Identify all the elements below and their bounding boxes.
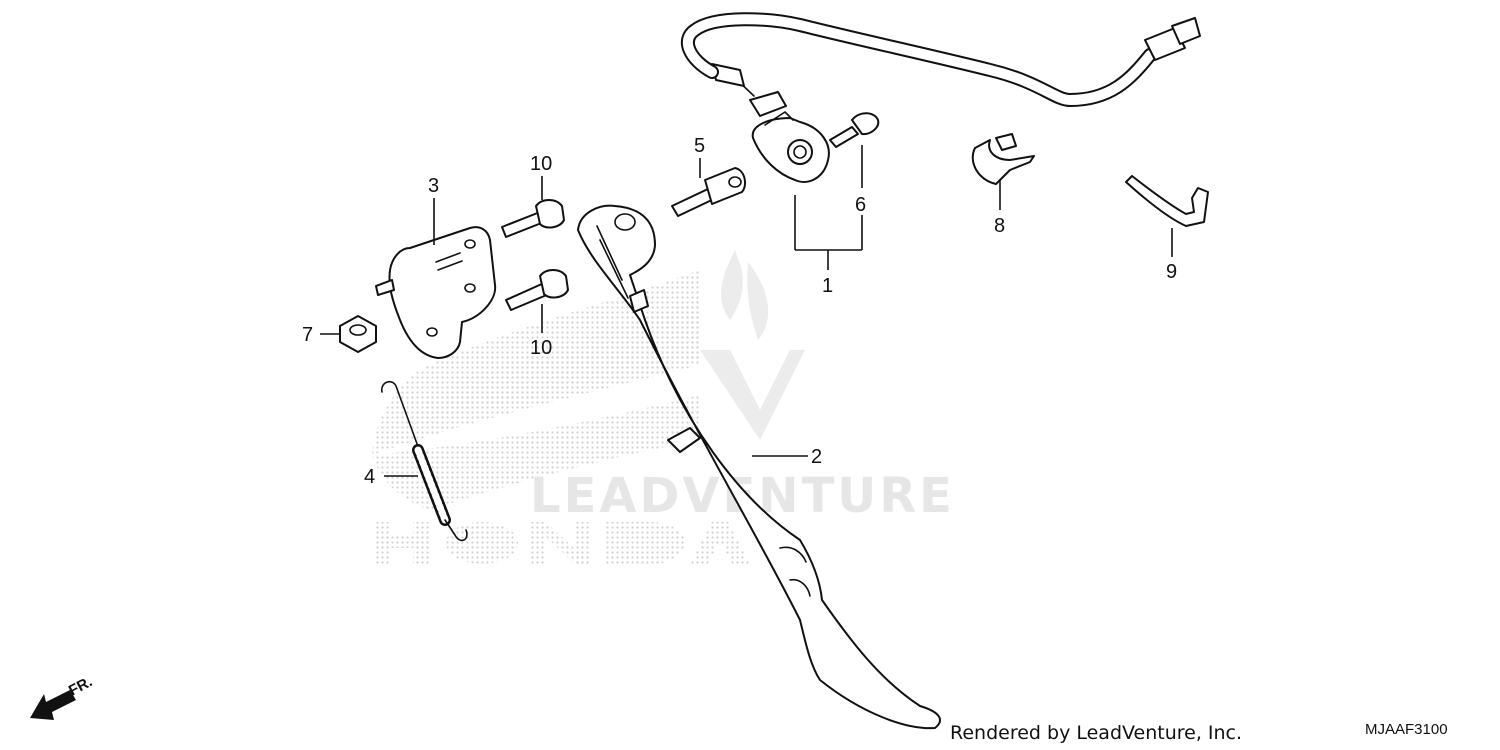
- callout-10-lower: 10: [530, 337, 552, 359]
- bolt-6[interactable]: [829, 112, 880, 148]
- clamp-8[interactable]: [971, 133, 1035, 185]
- callout-9: 9: [1166, 261, 1177, 283]
- rendered-by-credit: Rendered by LeadVenture, Inc.: [950, 722, 1242, 744]
- callout-8: 8: [994, 215, 1005, 237]
- cable-tie-9[interactable]: [1125, 175, 1209, 227]
- callout-4: 4: [364, 466, 375, 488]
- nut-7[interactable]: [339, 315, 377, 353]
- callout-6: 6: [855, 194, 866, 216]
- side-stand-switch[interactable]: [711, 63, 830, 183]
- callout-10-upper: 10: [530, 153, 552, 175]
- callout-1: 1: [822, 275, 833, 297]
- honda-wing-watermark: [372, 270, 750, 564]
- spring[interactable]: [381, 380, 468, 542]
- wire-harness: [680, 12, 1201, 108]
- bolt-10-lower[interactable]: [505, 269, 569, 311]
- diagram-code: MJAAF3100: [1365, 721, 1448, 738]
- honda-letters-watermark: [375, 522, 750, 564]
- leader-lines: [320, 145, 1173, 477]
- callout-7: 7: [302, 324, 313, 346]
- bolt-5[interactable]: [671, 167, 747, 217]
- callout-5: 5: [694, 135, 705, 157]
- callout-numbers: 1 2 3 4 5 6 7 8 9 10 10: [302, 135, 1177, 488]
- front-arrow-icon: [30, 690, 76, 720]
- bracket-plate[interactable]: [375, 226, 497, 359]
- front-direction-indicator: FR.: [30, 673, 95, 720]
- side-stand[interactable]: [577, 204, 941, 730]
- callout-2: 2: [811, 446, 822, 468]
- callout-3: 3: [428, 175, 439, 197]
- bolt-10-upper[interactable]: [501, 199, 565, 238]
